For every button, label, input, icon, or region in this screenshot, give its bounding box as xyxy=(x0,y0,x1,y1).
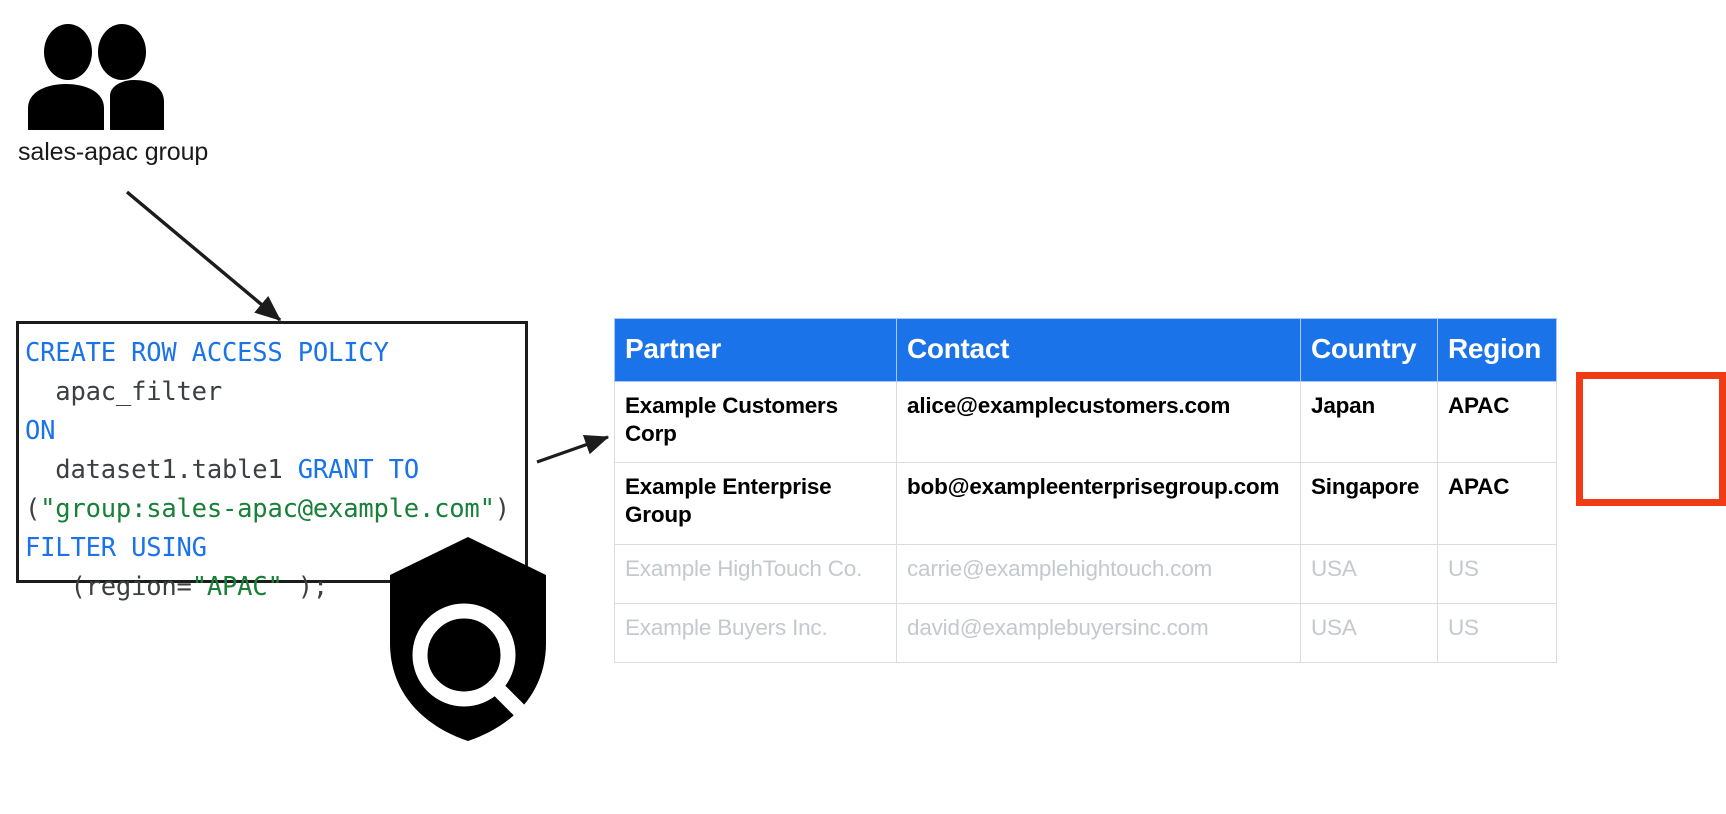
sql-code: CREATE ROW ACCESS POLICY apac_filter ON … xyxy=(25,334,525,607)
cell-country: Singapore xyxy=(1300,462,1438,545)
code-paren-close: ) xyxy=(494,494,510,524)
code-grantee-string: "group:sales-apac@example.com" xyxy=(40,494,495,524)
cell-partner: Example Customers Corp xyxy=(614,380,897,464)
cell-region: US xyxy=(1437,543,1557,604)
column-header-partner[interactable]: Partner xyxy=(614,318,897,382)
table-row: Example Buyers Inc. david@examplebuyersi… xyxy=(614,602,1557,663)
table-row: Example Customers Corp alice@examplecust… xyxy=(614,380,1557,464)
table-row: Example HighTouch Co. carrie@examplehigh… xyxy=(614,543,1557,604)
partner-table: Partner Contact Country Region Example C… xyxy=(614,318,1557,663)
group-label: sales-apac group xyxy=(18,138,209,166)
code-filter-value: "APAC" xyxy=(191,572,283,602)
cell-country: USA xyxy=(1300,543,1438,604)
column-header-country[interactable]: Country xyxy=(1300,318,1438,382)
table-row: Example Enterprise Group bob@exampleente… xyxy=(614,462,1557,545)
code-filter-expr-left: (region= xyxy=(25,572,192,602)
policy-to-table-arrow xyxy=(536,434,610,464)
people-group-icon xyxy=(28,24,164,130)
cell-country: Japan xyxy=(1300,380,1438,464)
cell-region: APAC xyxy=(1437,462,1557,545)
group-block: sales-apac group xyxy=(18,22,248,167)
row-access-policy-code-box: CREATE ROW ACCESS POLICY apac_filter ON … xyxy=(16,321,528,602)
cell-contact: bob@exampleenterprisegroup.com xyxy=(896,462,1301,545)
code-kw-filter-using: FILTER USING xyxy=(25,533,207,563)
cell-contact: alice@examplecustomers.com xyxy=(896,380,1301,464)
code-kw-on: ON xyxy=(25,416,56,446)
column-header-contact[interactable]: Contact xyxy=(896,318,1301,382)
apac-region-highlight-box xyxy=(1576,372,1726,506)
group-to-policy-arrow xyxy=(125,190,282,322)
code-table-ref: dataset1.table1 xyxy=(25,455,298,485)
cell-partner: Example HighTouch Co. xyxy=(614,543,897,604)
cell-region: APAC xyxy=(1437,380,1557,464)
cell-region: US xyxy=(1437,602,1557,663)
column-header-region[interactable]: Region xyxy=(1437,318,1557,382)
table-header-row: Partner Contact Country Region xyxy=(614,318,1557,382)
cell-partner: Example Enterprise Group xyxy=(614,462,897,545)
cell-contact: david@examplebuyersinc.com xyxy=(896,602,1301,663)
code-kw-create: CREATE ROW ACCESS POLICY xyxy=(25,338,389,368)
code-paren-open: ( xyxy=(25,494,41,524)
code-policy-name: apac_filter xyxy=(25,377,222,407)
cell-country: USA xyxy=(1300,602,1438,663)
cell-partner: Example Buyers Inc. xyxy=(614,602,897,663)
cell-contact: carrie@examplehightouch.com xyxy=(896,543,1301,604)
code-filter-expr-right: ); xyxy=(282,572,329,602)
code-kw-grant-to: GRANT TO xyxy=(297,455,419,485)
shield-search-icon xyxy=(390,537,546,741)
